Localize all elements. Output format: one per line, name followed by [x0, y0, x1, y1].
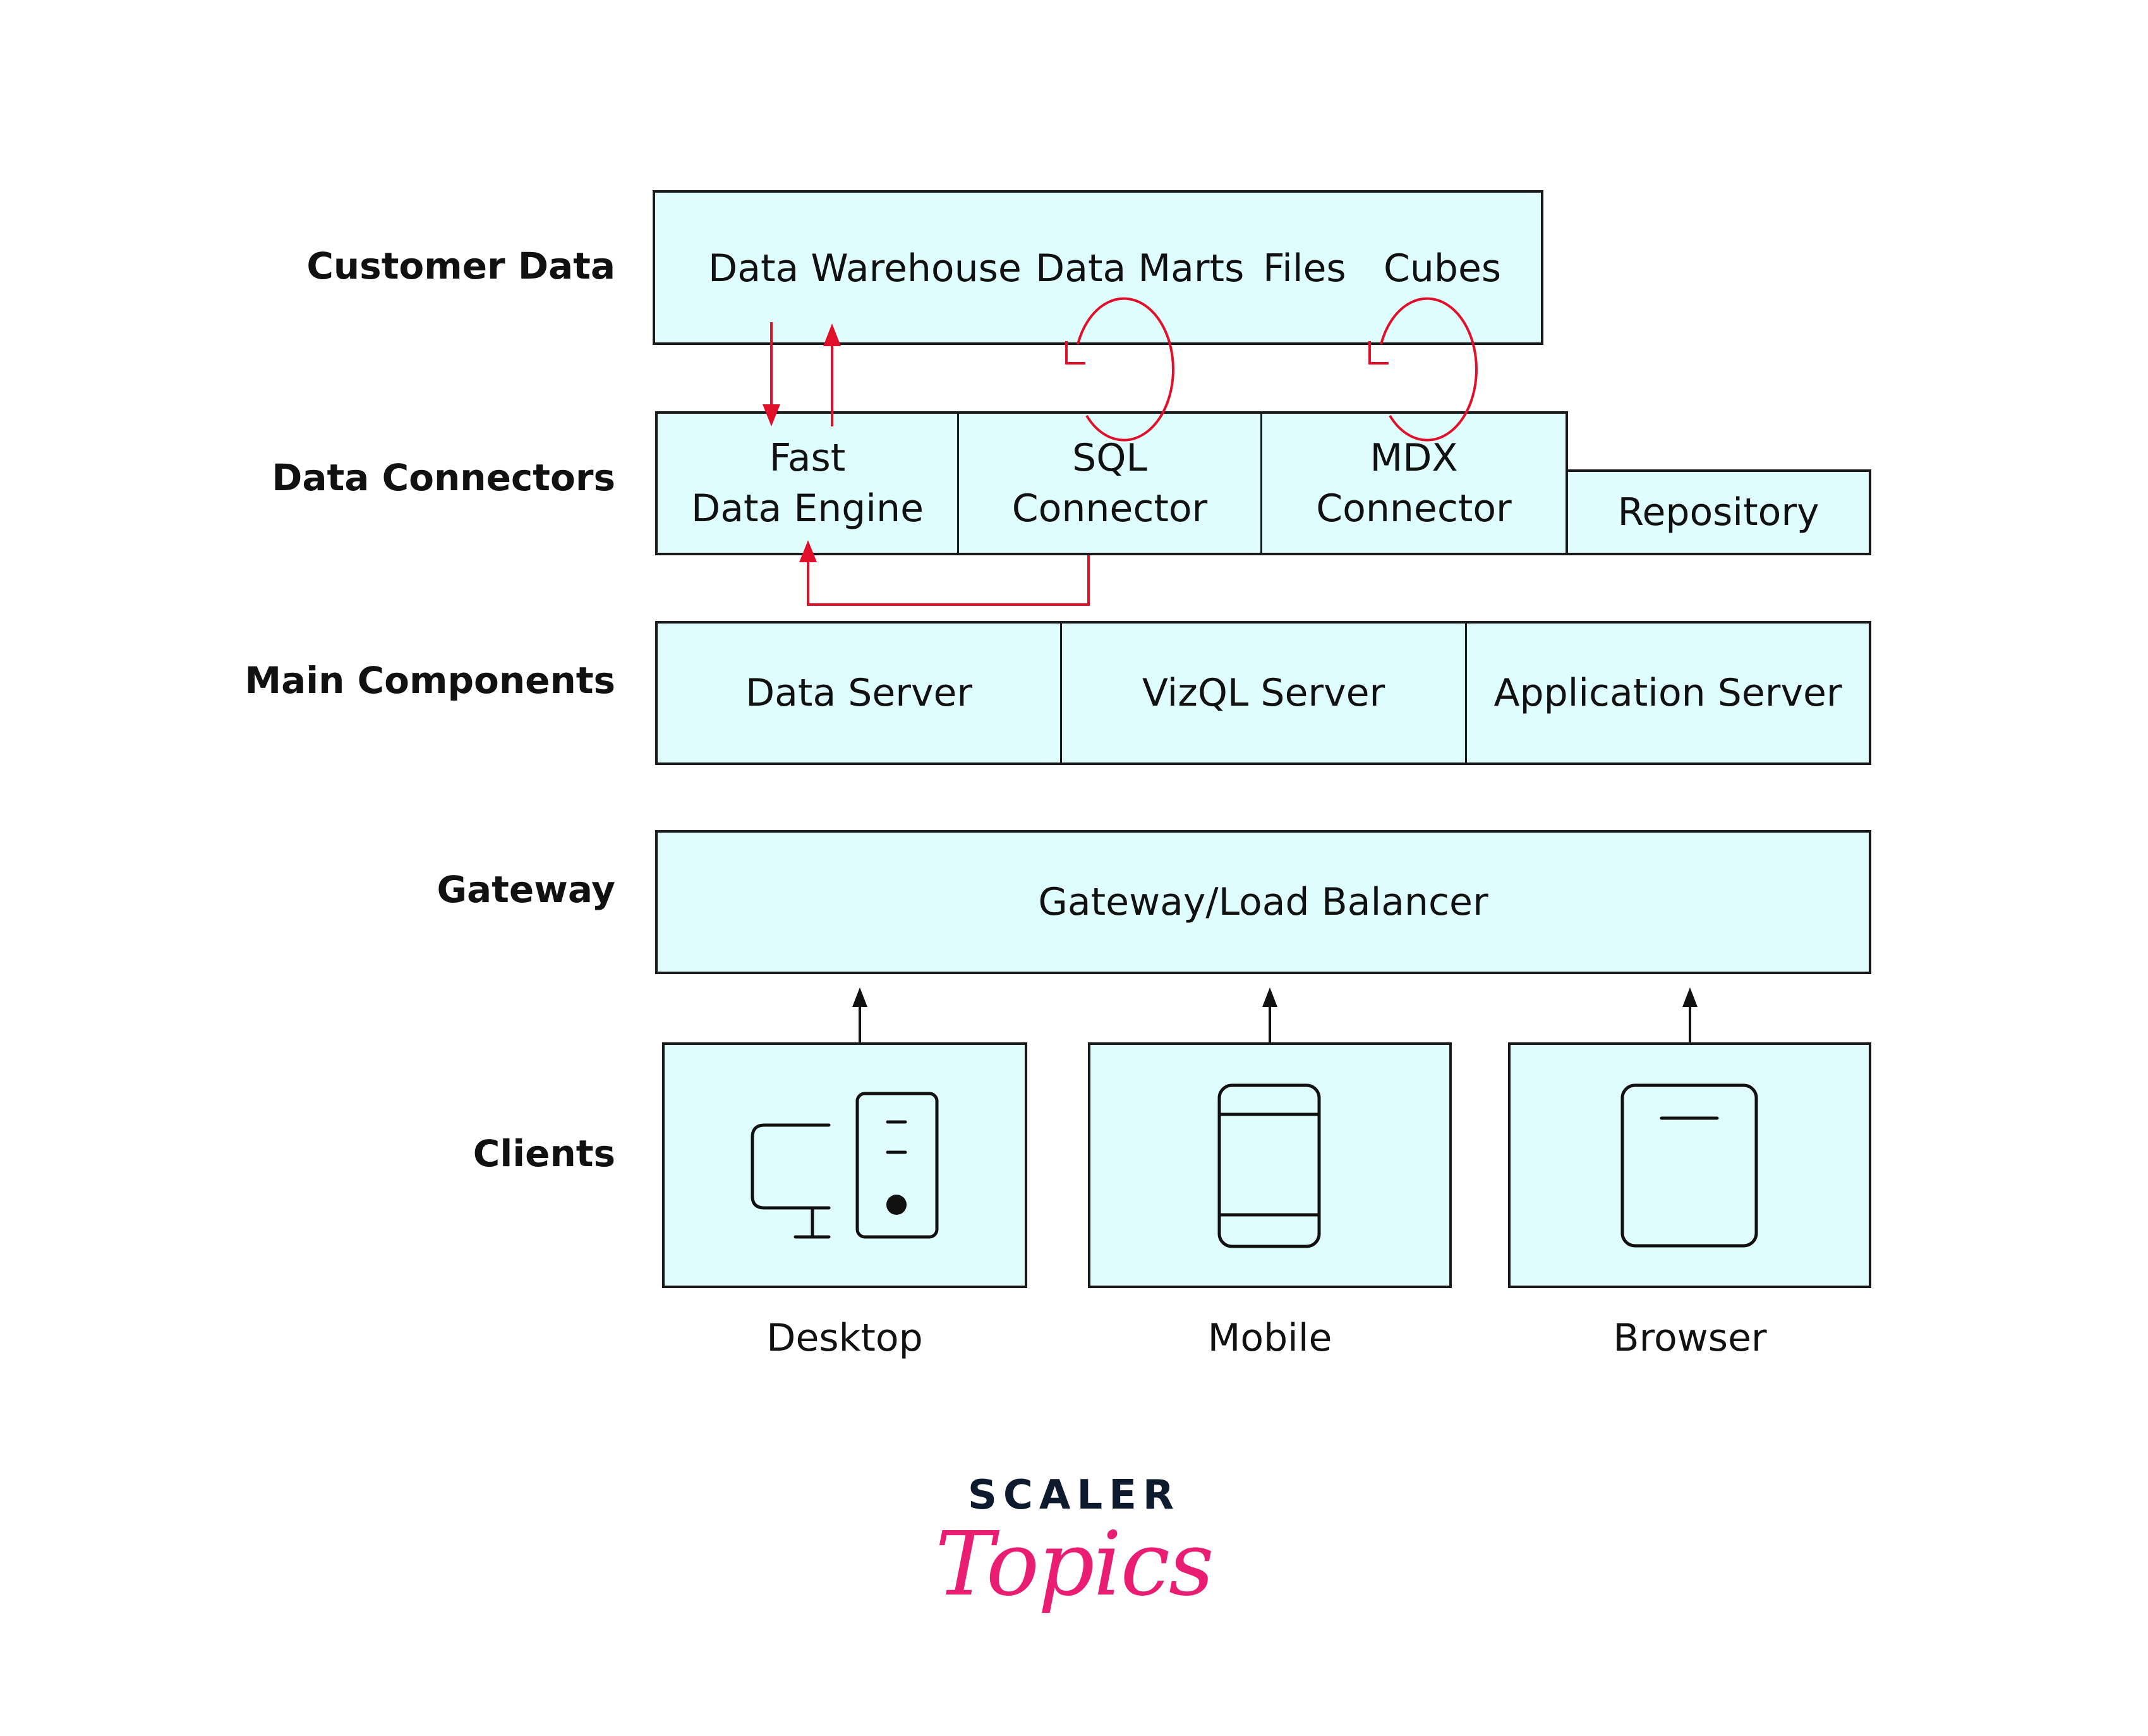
data-server-label: Data Server: [745, 671, 973, 715]
sql-connector-line1: SQL: [1072, 436, 1147, 480]
mdx-connector-box: MDX Connector: [1260, 414, 1566, 553]
layer-label-main-components: Main Components: [244, 659, 615, 702]
data-server-box: Data Server: [658, 624, 1060, 763]
fast-data-engine-line2: Data Engine: [691, 486, 924, 531]
files-label: Files: [1263, 246, 1346, 291]
browser-label: Browser: [1613, 1316, 1767, 1360]
mobile-to-gateway-arrow: [1262, 987, 1277, 1042]
browser-client-box: [1508, 1042, 1871, 1288]
sql-connector-line2: Connector: [1011, 486, 1208, 531]
vizql-server-label: VizQL Server: [1142, 671, 1385, 715]
data-marts-label: Data Marts: [1035, 246, 1245, 291]
gateway-box: Gateway/Load Balancer: [655, 830, 1871, 974]
mdx-connector-line1: MDX: [1370, 436, 1458, 480]
sql-connector-box: SQL Connector: [957, 414, 1260, 553]
gateway-label: Gateway/Load Balancer: [1038, 880, 1488, 924]
cubes-label: Cubes: [1384, 246, 1502, 291]
application-server-box: Application Server: [1465, 624, 1869, 763]
data-connectors-row: Fast Data Engine SQL Connector MDX Conne…: [655, 411, 1568, 555]
main-components-row: Data Server VizQL Server Application Ser…: [655, 621, 1871, 765]
layer-label-clients: Clients: [473, 1132, 615, 1175]
customer-data-box: Data Warehouse Data Marts Files Cubes: [653, 190, 1543, 345]
mdx-connector-line2: Connector: [1316, 486, 1512, 531]
layer-label-customer-data: Customer Data: [306, 244, 615, 287]
data-warehouse-label: Data Warehouse: [708, 246, 1022, 291]
layer-label-gateway: Gateway: [437, 868, 615, 911]
application-server-label: Application Server: [1493, 671, 1842, 715]
mobile-client-box: [1088, 1042, 1452, 1288]
mobile-label: Mobile: [1207, 1316, 1332, 1360]
layer-label-data-connectors: Data Connectors: [272, 456, 615, 499]
fast-data-engine-line1: Fast: [769, 436, 846, 480]
repository-box: Repository: [1566, 469, 1871, 555]
desktop-label: Desktop: [766, 1316, 923, 1360]
fast-data-engine-box: Fast Data Engine: [658, 414, 957, 553]
desktop-client-box: [662, 1042, 1027, 1288]
repository-label: Repository: [1617, 490, 1819, 534]
desktop-to-gateway-arrow: [852, 987, 867, 1042]
topics-logo-text: Topics: [935, 1513, 1214, 1616]
scaler-logo-text: SCALER: [967, 1472, 1181, 1519]
vizql-server-box: VizQL Server: [1060, 624, 1465, 763]
browser-to-gateway-arrow: [1682, 987, 1698, 1042]
